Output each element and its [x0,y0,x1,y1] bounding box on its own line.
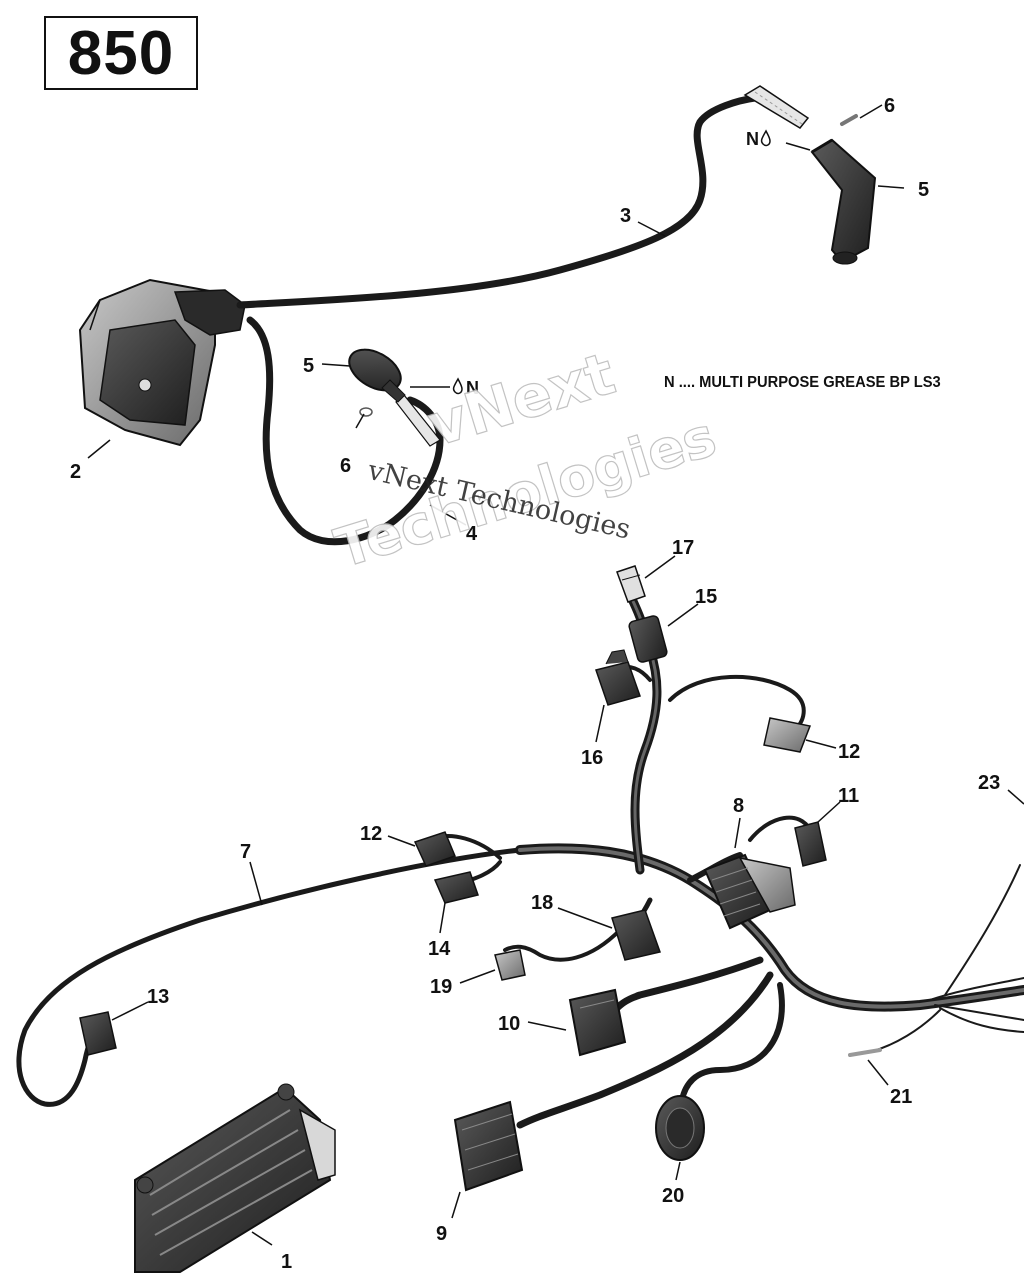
callout-4: 4 [466,523,478,545]
callout-12-top: 12 [838,741,860,763]
callout-6-top: 6 [884,95,895,117]
callout-15: 15 [695,586,717,608]
grease-mark-middle: N [452,377,479,398]
callout-19: 19 [430,976,452,998]
callout-7: 7 [240,841,251,863]
model-label: 850 [67,18,175,88]
callout-13: 13 [147,986,169,1008]
spark-plug-cap-middle [348,348,406,403]
grease-mark-n: N [466,378,479,398]
callout-16: 16 [581,747,603,769]
grease-mark-n: N [746,129,759,149]
connector-17 [616,565,646,603]
callout-1: 1 [281,1251,292,1273]
ecm-module [134,1083,336,1273]
connector-18 [611,909,661,961]
callout-8: 8 [733,795,744,817]
connector-14 [433,871,479,904]
connector-11 [794,821,827,867]
connector-8-ecm [703,853,796,930]
grease-drop-icon [452,377,463,395]
callout-3: 3 [620,205,631,227]
callout-20: 20 [662,1185,684,1207]
callout-11: 11 [838,785,859,807]
connector-13 [79,1011,117,1056]
model-label-box: 850 [44,16,198,90]
spark-plug-cap-top [810,138,877,265]
connector-16 [595,649,641,706]
connector-20 [655,1095,705,1161]
main-wiring-harness [16,590,1024,1129]
connector-9 [453,1100,524,1192]
connector-10 [568,988,627,1057]
callout-23: 23 [978,772,1000,794]
grease-legend: N .... MULTI PURPOSE GREASE BP LS3 [664,374,941,391]
callout-12-left: 12 [360,823,382,845]
callout-14: 14 [428,938,451,960]
leader-lines [87,104,1024,1246]
callout-17: 17 [672,537,694,559]
connector-19 [494,949,526,981]
callouts: 2 3 4 5 5 6 6 7 8 9 10 11 12 12 13 14 15… [70,95,1000,1273]
ignition-coil [78,278,246,447]
callout-6-middle: 6 [340,455,351,477]
callout-21: 21 [890,1086,912,1108]
callout-18: 18 [531,892,553,914]
callout-5-middle: 5 [303,355,314,377]
grease-drop-icon [760,129,771,147]
callout-10: 10 [498,1013,520,1035]
connector-12-top [763,717,812,753]
connector-15-fuse [628,615,668,663]
callout-9: 9 [436,1223,447,1245]
grease-mark-top: N [746,129,771,149]
callout-2: 2 [70,461,81,483]
spark-plug-cable-3 [236,94,759,309]
connector-12-left [413,831,456,867]
callout-5-top: 5 [918,179,929,201]
